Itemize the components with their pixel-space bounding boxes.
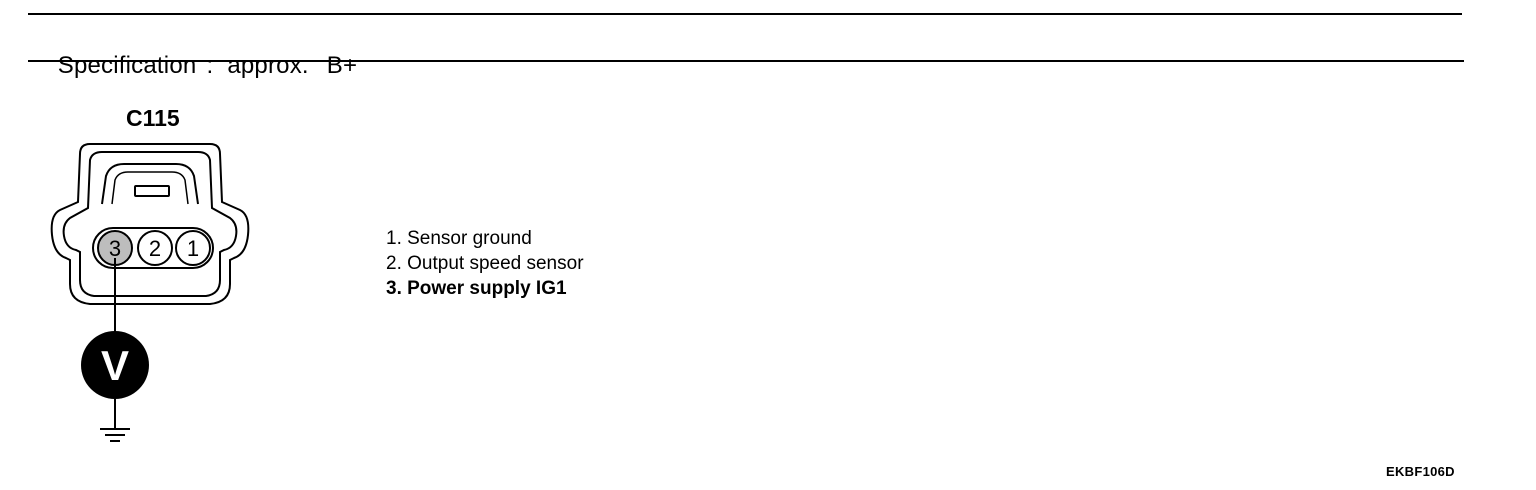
connector-diagram: 3 2 1 V bbox=[50, 143, 250, 442]
connector-housing-outer bbox=[50, 143, 250, 305]
specification-label: Specification bbox=[57, 52, 197, 79]
specification-colon: : bbox=[206, 52, 214, 79]
bottom-rule bbox=[28, 60, 1464, 62]
connector-housing-inner bbox=[62, 151, 238, 297]
legend-item-1: 1. Sensor ground bbox=[386, 228, 532, 249]
specification-value: approx. bbox=[227, 52, 309, 79]
locking-tab-arch bbox=[101, 163, 199, 205]
specification-unit: B+ bbox=[326, 52, 358, 79]
pin-1: 1 bbox=[175, 230, 211, 266]
pin-2: 2 bbox=[137, 230, 173, 266]
voltmeter-circle bbox=[81, 331, 149, 399]
top-rule bbox=[28, 13, 1462, 15]
pin-legend: 1. Sensor ground 2. Output speed sensor … bbox=[386, 226, 584, 301]
lock-slot bbox=[134, 185, 170, 197]
pin-2-circle bbox=[137, 230, 173, 266]
pin-2-label: 2 bbox=[149, 236, 161, 261]
legend-item-3: 3. Power supply IG1 bbox=[386, 278, 567, 299]
figure-code: EKBF106D bbox=[1386, 464, 1455, 479]
voltmeter: V bbox=[81, 331, 149, 399]
ground-icon bbox=[100, 428, 130, 442]
pin-3-label: 3 bbox=[109, 236, 121, 261]
terminal-cavity-block bbox=[92, 227, 214, 269]
specification-line: Specification: approx. B+ bbox=[44, 24, 357, 80]
locking-tab-arch-inner bbox=[111, 171, 189, 205]
connector-id: C115 bbox=[126, 105, 180, 131]
pin-1-label: 1 bbox=[187, 236, 199, 261]
voltmeter-symbol: V bbox=[101, 342, 129, 389]
pin-1-circle bbox=[175, 230, 211, 266]
legend-item-2: 2. Output speed sensor bbox=[386, 253, 584, 274]
